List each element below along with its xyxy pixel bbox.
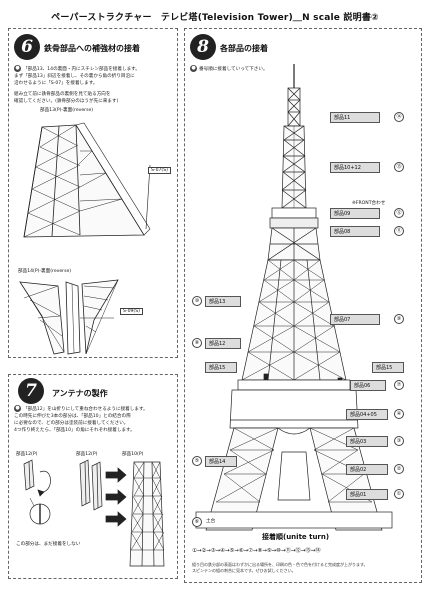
step8-title: 各部品の接着 (220, 44, 268, 53)
label-part08: 部品08 (330, 226, 380, 237)
label-part14: 部品14 (205, 456, 237, 467)
step7-title: アンテナの製作 (52, 389, 108, 398)
label-part13: 部品13 (205, 296, 241, 307)
num-part07: ⑨ (394, 314, 404, 324)
bullet-icon: ● (14, 65, 21, 72)
label-part04-05: 部品04+05 (346, 409, 388, 420)
num-part09: ⑫ (394, 208, 404, 218)
num-part11: ⑭ (394, 112, 404, 122)
part14-label: 部品14(P)-裏面(reverse) (18, 269, 72, 274)
sequence-title: 接着順(unite turn) (262, 533, 330, 541)
front-label: ※FRONT合わせ (352, 201, 386, 206)
part13-label: 部品13(P)-裏面(reverse) (40, 108, 94, 113)
step7-text2: この時先に伸びた3本の部分は、「部品10」との結合の際 (14, 414, 131, 419)
step7-panel (8, 374, 178, 579)
step7-text1: 「部品12」を山折りにして重ね合わせるように接着します。 (23, 407, 148, 412)
label-base: 土台 (206, 519, 216, 524)
num-part14: ⑤ (192, 456, 202, 466)
step6-number: 6 (14, 34, 40, 60)
step8-text1: 番号順に接着していって下さい。 (199, 67, 268, 72)
footnote-line2: スピンテンの組の刺合に見本です。ぜひお試しください。 (192, 568, 296, 573)
label-part15-right: 部品15 (372, 362, 404, 373)
num-part12: ⑧ (192, 338, 202, 348)
footnote-line1: 組り目の鉄分部の表面はわずかに出る場所を、印刷の色・色で色を付けると完成度が上が… (192, 562, 368, 567)
label-part15-left: 部品15 (205, 362, 237, 373)
step7-text3: に必要なので、どの部分は塗装前に接着してください。 (14, 421, 129, 426)
step7-note: この部分は、まだ接着をしない (16, 542, 81, 547)
tv-tower-drawing (195, 64, 393, 531)
sequence-order: ①→②→③→④→⑤→⑥→⑦→⑧→⑨→⑩→⑪→⑫→⑬→⑭ (192, 548, 321, 554)
part10-label: 部品10(P) (122, 452, 144, 457)
s09-label: S-09(S) (120, 308, 143, 315)
footnote: 組り目の鉄分部の表面はわずかに出る場所を、印刷の色・色で色を付けると完成度が上が… (192, 562, 418, 574)
antenna-drawing (23, 459, 165, 567)
step8-panel (184, 28, 422, 583)
step6-text1: 「部品13、14の裏面・内にスチレン部品を接着します。 (23, 67, 140, 72)
part13-drawing (23, 122, 151, 238)
label-part03: 部品03 (346, 436, 388, 447)
step8-instruction: ●番号順に接着していって下さい。 (190, 65, 268, 73)
num-part04-05: ④ (394, 409, 404, 419)
num-base: ⑥ (192, 517, 202, 527)
bullet-icon: ● (14, 405, 21, 412)
label-part01: 部品01 (346, 489, 388, 500)
step7-number: 7 (18, 378, 44, 404)
num-part13: ⑩ (192, 296, 202, 306)
step6-text2: まず「部品13」斜辺を接着し、その裏から角の折り目沿に (14, 74, 135, 79)
step6-panel (8, 28, 178, 358)
part12b-label: 部品12(P) (76, 452, 98, 457)
step7-instructions: ●「部品12」を山折りにして重ね合わせるように接着します。 この時先に伸びた3本… (14, 405, 176, 434)
step6-text3: 沿わせるように「S-07」を接着します。 (14, 81, 98, 86)
num-part03: ③ (394, 436, 404, 446)
label-part10-12: 部品10+12 (330, 162, 380, 173)
label-part09: 部品09 (330, 208, 380, 219)
step7-text4: 4つ作り終えたら、「部品10」の角にそれぞれ接着します。 (14, 428, 135, 433)
label-part11: 部品11 (330, 112, 380, 123)
s07-label: S-07(S) (148, 167, 171, 174)
label-part12: 部品12 (205, 338, 241, 349)
num-part10-12: ⑬ (394, 162, 404, 172)
num-part01: ① (394, 489, 404, 499)
num-part08: ⑪ (394, 226, 404, 236)
bullet-icon: ● (190, 65, 197, 72)
label-part06: 部品06 (350, 380, 386, 391)
page-title: ペーパーストラクチャー テレビ塔(Television Tower)＿N sca… (51, 13, 379, 23)
part12a-label: 部品12(P) (16, 452, 38, 457)
num-part02: ② (394, 464, 404, 474)
step6-title: 鉄骨部品への補強材の接着 (44, 44, 140, 53)
step6-text4: 組み立て前に鉄骨部品の裏側を見て貼る方向を (14, 92, 111, 97)
step6-text5: 確認してください。(鉄骨部分のほうが先に来ます) (14, 99, 119, 104)
step8-number: 8 (190, 34, 216, 60)
part14-drawing (19, 279, 119, 355)
step6-instructions: ●「部品13、14の裏面・内にスチレン部品を接着します。 まず「部品13」斜辺を… (14, 65, 174, 105)
label-part02: 部品02 (346, 464, 388, 475)
label-part07: 部品07 (330, 314, 380, 325)
num-part06: ⑦ (394, 380, 404, 390)
